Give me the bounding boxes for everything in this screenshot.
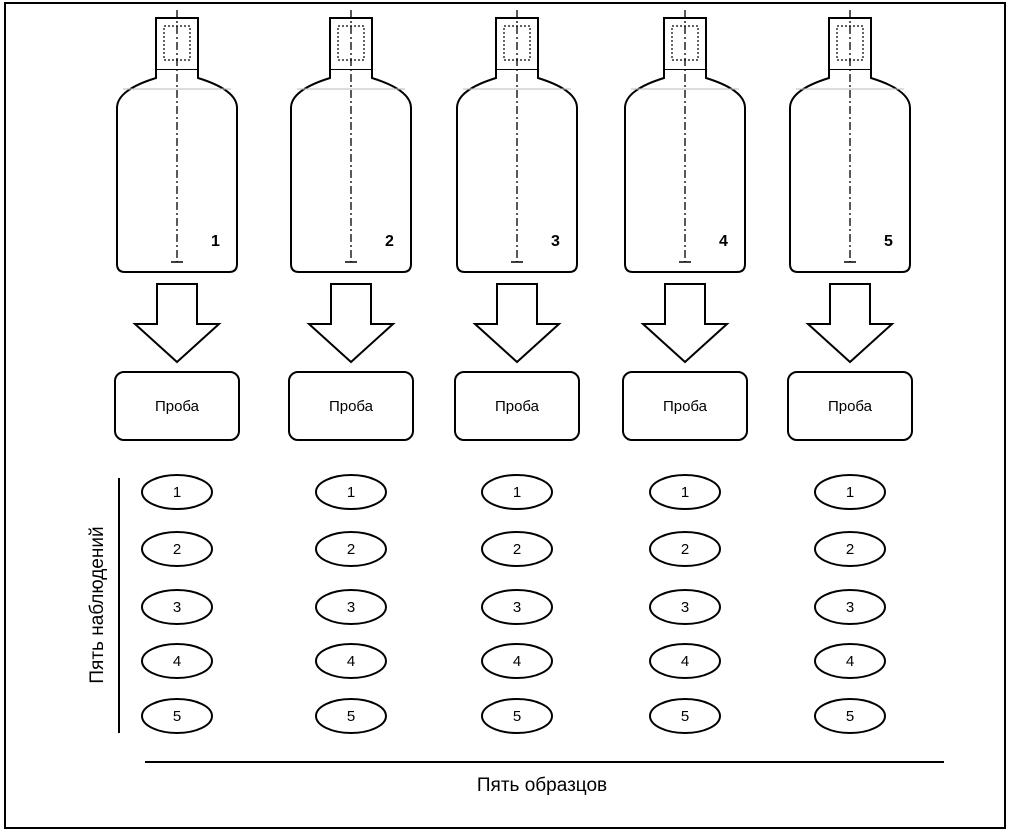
observation-oval [481,698,553,734]
observation-oval [315,589,387,625]
diagram-frame [4,2,1006,829]
observation-oval [481,531,553,567]
sample-label: Проба [329,398,374,415]
observation-number: 2 [173,541,181,558]
samples-axis-label: Пять образцов [477,775,607,796]
observation-oval [481,589,553,625]
observation-oval [315,531,387,567]
observation-number: 2 [347,541,355,558]
observation-number: 4 [173,653,181,670]
observation-number: 5 [347,708,355,725]
observation-number: 5 [173,708,181,725]
observation-oval [315,474,387,510]
sample-box [787,371,913,441]
observation-number: 4 [347,653,355,670]
bottle-number: 5 [884,233,893,250]
observation-oval [649,531,721,567]
observation-oval [481,643,553,679]
sample-label: Проба [495,398,540,415]
observation-oval [315,698,387,734]
sample-box [622,371,748,441]
bottle-number: 2 [385,233,394,250]
bottle-number: 1 [211,233,220,250]
observation-number: 3 [513,599,521,616]
observation-number: 1 [681,484,689,501]
sample-box [114,371,240,441]
observation-number: 5 [681,708,689,725]
observation-number: 4 [846,653,854,670]
observations-axis-label: Пять наблюдений [87,526,108,683]
observation-number: 2 [681,541,689,558]
observation-number: 1 [173,484,181,501]
observation-number: 3 [681,599,689,616]
bottle-number: 4 [719,233,728,250]
observation-number: 1 [347,484,355,501]
sample-box [454,371,580,441]
observation-number: 2 [846,541,854,558]
observation-oval [315,643,387,679]
observation-number: 4 [513,653,521,670]
down-arrow [132,283,222,364]
down-arrow [805,283,895,364]
down-arrow [472,283,562,364]
sample-label: Проба [663,398,708,415]
observation-oval [481,474,553,510]
observation-oval [141,698,213,734]
observation-number: 3 [173,599,181,616]
observation-number: 5 [846,708,854,725]
observation-oval [141,531,213,567]
sample-label: Проба [828,398,873,415]
sample-box [288,371,414,441]
observation-oval [814,643,886,679]
observation-number: 4 [681,653,689,670]
observation-number: 2 [513,541,521,558]
observation-oval [649,643,721,679]
observation-number: 3 [846,599,854,616]
observation-oval [141,474,213,510]
bottle-number: 3 [551,233,560,250]
observation-oval [649,474,721,510]
down-arrow [640,283,730,364]
observation-oval [141,589,213,625]
observation-oval [814,531,886,567]
down-arrow [306,283,396,364]
observation-oval [814,474,886,510]
sample-columns: 1Проба123452Проба123453Проба123454Проба1… [114,10,913,734]
sample-label: Проба [155,398,200,415]
observation-number: 3 [347,599,355,616]
observation-number: 1 [513,484,521,501]
observation-oval [814,589,886,625]
observation-oval [814,698,886,734]
observation-oval [141,643,213,679]
observation-oval [649,698,721,734]
observation-number: 5 [513,708,521,725]
observation-oval [649,589,721,625]
observation-number: 1 [846,484,854,501]
